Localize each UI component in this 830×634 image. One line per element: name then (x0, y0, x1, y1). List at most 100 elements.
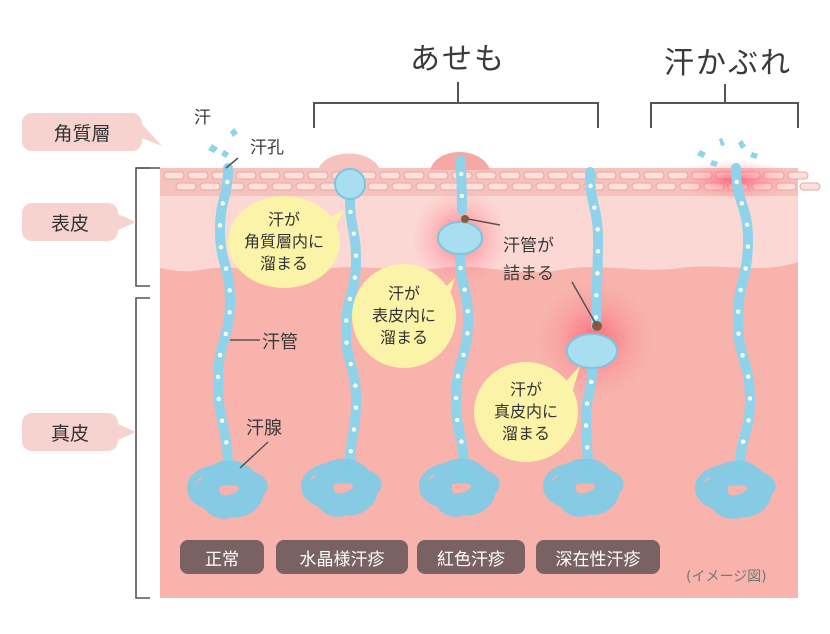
duct-dot (223, 331, 228, 337)
corneum-cell (367, 182, 389, 191)
duct-dot (344, 340, 349, 345)
sweat-pool-dermis (566, 333, 618, 369)
duct-dot (217, 223, 223, 228)
bracket-heat-rash (313, 82, 599, 128)
corneum-cell (559, 182, 581, 191)
duct-dot (216, 396, 221, 402)
duct-dot (584, 401, 590, 406)
corneum-cell (643, 171, 665, 180)
duct-dot (344, 318, 349, 323)
sweat-ducts (212, 155, 756, 475)
duct-dot (747, 396, 753, 401)
duct-dot (348, 449, 353, 454)
clog-1 (461, 215, 469, 223)
duct-dot (351, 231, 357, 236)
type-normal: 正常 (180, 540, 264, 574)
duct-dot (217, 352, 223, 358)
sweat-droplets (208, 128, 758, 167)
duct-dot (462, 287, 467, 292)
corneum-cell (415, 182, 437, 191)
duct-dot (745, 374, 751, 379)
corneum-cell (619, 171, 641, 180)
corneum-cell (799, 182, 821, 191)
duct-dot (744, 222, 750, 227)
corneum-cell (595, 171, 617, 180)
corneum-cell (523, 171, 545, 180)
duct-dot (453, 395, 459, 401)
duct-dot (459, 193, 465, 199)
corneum-cell (199, 182, 221, 191)
duct-dot (454, 417, 460, 423)
duct-dot (594, 293, 599, 298)
corneum-cell (259, 171, 281, 180)
duct-dot (219, 418, 225, 423)
tag-dermis: 真皮 (22, 413, 118, 451)
label-heat-rash: あせも (410, 42, 506, 77)
leader-lines (136, 157, 598, 469)
type-crystallina: 水晶様汗疹 (276, 540, 408, 574)
duct-dot (348, 209, 353, 215)
duct-dot (224, 440, 229, 445)
bubble-epidermis: 汗が 表皮内に 溜まる (352, 264, 456, 368)
bracket-sweat-dermatitis (650, 84, 799, 128)
duct-dot (592, 205, 597, 210)
corneum-cell (631, 182, 653, 191)
duct-dot (347, 296, 353, 302)
sweat-gland-5 (694, 460, 776, 519)
sweat-gland-3 (418, 458, 500, 517)
duct-dot (740, 353, 745, 358)
corneum-cell (379, 171, 401, 180)
duct-dot (461, 352, 466, 358)
sweat-pool-epidermis (437, 221, 483, 255)
bracket-dermis (135, 297, 150, 599)
corneum-cell (271, 182, 293, 191)
corneum-cell (499, 171, 521, 180)
label-sweat: 汗 (194, 108, 211, 128)
duct-dot (353, 405, 359, 410)
corneum-cell (295, 182, 317, 191)
duct-dot (745, 244, 751, 249)
duct-dot (740, 439, 746, 444)
duct-dot (595, 227, 600, 232)
duct-dot (734, 179, 739, 185)
label-sweat-dermatitis: 汗かぶれ (664, 46, 792, 81)
bracket-epidermis (135, 167, 150, 287)
duct-dot (595, 271, 600, 276)
duct-dot (743, 266, 748, 271)
tag-tail-epidermis (118, 214, 136, 230)
duct-dot (595, 249, 601, 254)
corneum-cell (547, 171, 569, 180)
sweat-pool-corneum (334, 168, 366, 200)
note-illustration: (イメージ図) (686, 569, 767, 585)
duct-dot (458, 265, 463, 271)
duct-dot (223, 266, 229, 271)
duct-dot (352, 275, 358, 280)
corneum-cell (163, 171, 185, 180)
duct-dot (351, 427, 357, 432)
corneum-cell (187, 171, 209, 180)
duct-dot (588, 183, 593, 189)
corneum-cell (247, 182, 269, 191)
duct-dot (584, 445, 590, 450)
corneum-cell (175, 182, 197, 191)
corneum-cell (487, 182, 509, 191)
sweat-gland-4 (542, 458, 624, 517)
duct-dot (459, 439, 464, 444)
label-clogged-duct: 汗管が 詰まる (503, 236, 554, 284)
corneum-cell (235, 171, 257, 180)
corneum-cell (463, 182, 485, 191)
corneum-cell (535, 182, 557, 191)
tag-epidermis: 表皮 (22, 203, 118, 241)
duct-dot (735, 309, 741, 314)
skin-bump-1 (318, 153, 380, 170)
corneum-cell (511, 182, 533, 191)
sweat-gland-2 (300, 458, 382, 517)
duct-dot (458, 171, 464, 177)
duct-dot (455, 373, 461, 379)
duct-dot (583, 423, 589, 428)
duct-3 (456, 155, 467, 215)
corneum-cell (427, 171, 449, 180)
type-profunda: 深在性汗疹 (536, 540, 660, 574)
